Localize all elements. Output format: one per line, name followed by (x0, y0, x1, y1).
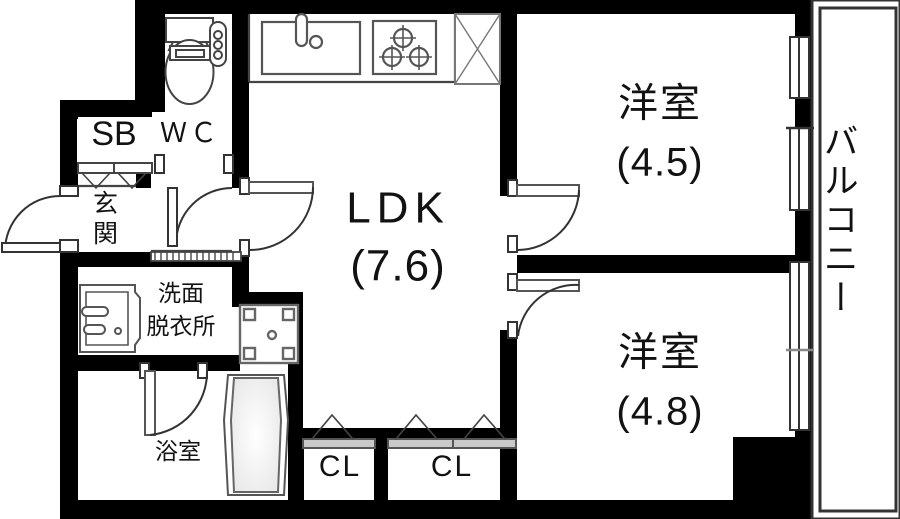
hall-ldk-door[interactable] (239, 177, 314, 257)
wc-label: ＷＣ (160, 117, 220, 148)
balcony-door-upper[interactable] (786, 126, 814, 211)
genkan-label-1: 玄 (92, 190, 120, 218)
room-4-8-area-label: (4.8) (616, 389, 704, 434)
balcony-door-lower[interactable] (786, 261, 814, 431)
vanity-sink-fixture (79, 284, 141, 353)
room45-door[interactable] (507, 179, 580, 253)
bathtub-fixture (222, 374, 290, 496)
sb-doors[interactable] (77, 162, 153, 190)
room-4-8-label: 洋室 (618, 330, 702, 375)
ldk-label: LDK (346, 183, 450, 233)
closet-left-label: CL (318, 450, 362, 484)
shoe-box-label: SB (91, 114, 137, 153)
bath-door[interactable] (139, 362, 209, 436)
balcony-label: バルコニー (818, 123, 858, 318)
ldk-area-label: (7.6) (350, 241, 446, 291)
balcony-outline (810, 0, 900, 519)
genkan-label-2: 関 (92, 220, 120, 248)
balcony-glass-upper2[interactable] (789, 36, 810, 99)
toilet-fixture (164, 17, 227, 105)
kitchen-sink-fixture (260, 12, 362, 76)
washing-machine-pan (238, 303, 300, 365)
yokushitsu-label: 浴室 (155, 438, 201, 465)
room-4-5-area-label: (4.5) (616, 140, 704, 185)
closet-right-label: CL (430, 450, 474, 484)
sanmenjo-label-1: 洗面 (158, 280, 204, 307)
structural-walls (60, 0, 812, 519)
refrigerator-space (454, 13, 501, 85)
sanmen-door[interactable] (150, 251, 242, 262)
room-4-5-label: 洋室 (618, 81, 702, 126)
sanmenjo-label-2: 脱衣所 (146, 313, 216, 340)
wc-door[interactable] (154, 154, 234, 247)
room48-door[interactable] (507, 273, 580, 339)
closet-doors[interactable] (302, 413, 517, 449)
gas-stove-fixture (371, 19, 438, 76)
entry-door[interactable] (1, 185, 79, 253)
